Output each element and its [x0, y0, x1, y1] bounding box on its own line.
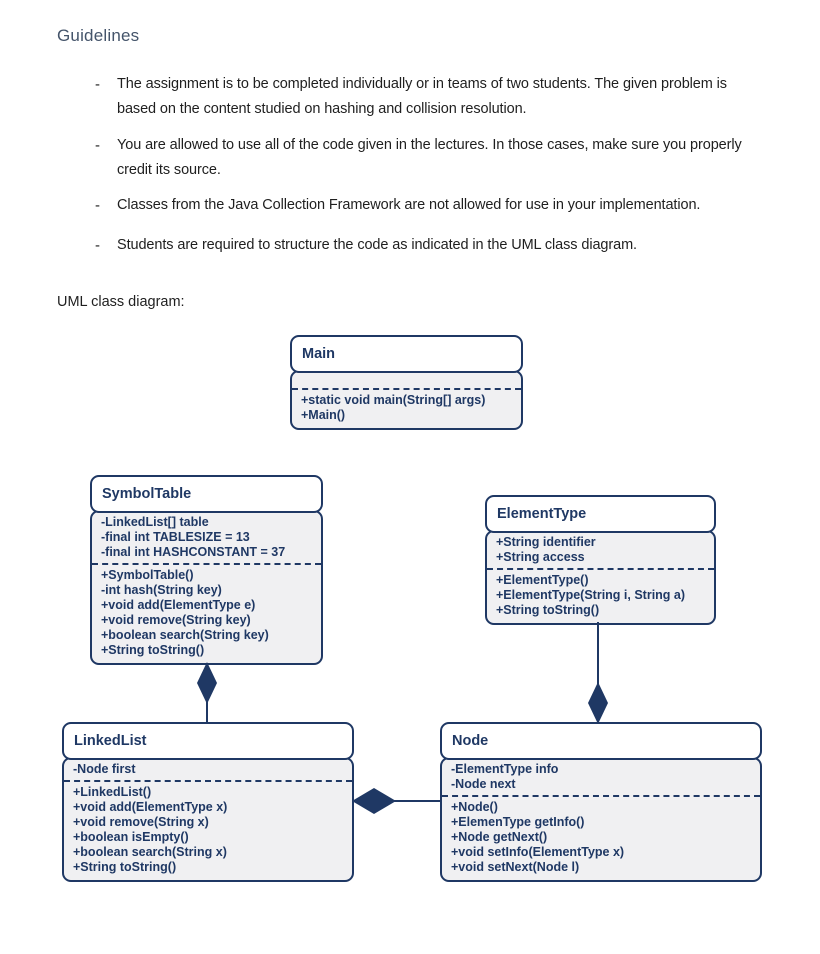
uml-method: +Main() [301, 408, 346, 422]
uml-method: +ElementType(String i, String a) [496, 588, 686, 602]
uml-method: +Node getNext() [451, 830, 548, 844]
class-name: Node [440, 722, 762, 760]
methods-compartment: +ElementType() +ElementType(String i, St… [487, 573, 714, 618]
class-name: SymbolTable [90, 475, 323, 513]
methods-compartment: +static void main(String[] args) +Main() [292, 393, 521, 423]
bullet-dash: - [95, 137, 100, 154]
bullet-text: Classes from the Java Collection Framewo… [117, 197, 701, 213]
uml-method: +SymbolTable() [101, 568, 194, 582]
class-box-node: Node -ElementType info -Node next +Node(… [440, 722, 762, 882]
class-body: +String identifier +String access +Eleme… [485, 530, 716, 625]
uml-method: +String toString() [496, 603, 600, 617]
uml-method: +boolean search(String x) [73, 845, 227, 859]
attributes-compartment [292, 375, 521, 390]
list-item: - The assignment is to be completed indi… [95, 72, 767, 122]
uml-method: +boolean isEmpty() [73, 830, 189, 844]
uml-attribute: -Node first [73, 762, 136, 776]
bullet-dash: - [95, 197, 100, 214]
list-item: - You are allowed to use all of the code… [95, 133, 767, 183]
bullet-text: The assignment is to be completed indivi… [117, 76, 727, 117]
uml-method: +void setNext(Node l) [451, 860, 580, 874]
attributes-compartment: -ElementType info -Node next [442, 762, 760, 797]
attributes-compartment: -LinkedList[] table -final int TABLESIZE… [92, 515, 321, 565]
list-item: - Classes from the Java Collection Frame… [95, 193, 767, 218]
class-box-main: Main +static void main(String[] args) +M… [290, 335, 523, 430]
uml-attribute: -LinkedList[] table [101, 515, 209, 529]
bullet-dash: - [95, 76, 100, 93]
diagram-label: UML class diagram: [57, 294, 185, 310]
uml-method: +ElementType() [496, 573, 589, 587]
uml-method: +void setInfo(ElementType x) [451, 845, 625, 859]
uml-method: +String toString() [73, 860, 177, 874]
class-body: -LinkedList[] table -final int TABLESIZE… [90, 510, 323, 665]
attributes-compartment: -Node first [64, 762, 352, 782]
bullet-text: Students are required to structure the c… [117, 237, 637, 253]
uml-method: +void remove(String x) [73, 815, 209, 829]
methods-compartment: +Node() +ElemenType getInfo() +Node getN… [442, 800, 760, 875]
composition-diamond-icon [352, 788, 396, 814]
bullet-dash: - [95, 237, 100, 254]
uml-method: +static void main(String[] args) [301, 393, 486, 407]
uml-method: +boolean search(String key) [101, 628, 269, 642]
class-body: +static void main(String[] args) +Main() [290, 370, 523, 430]
class-box-linkedlist: LinkedList -Node first +LinkedList() +vo… [62, 722, 354, 882]
uml-attribute: -final int HASHCONSTANT = 37 [101, 545, 286, 559]
page-title: Guidelines [57, 26, 140, 45]
uml-method: +Node() [451, 800, 498, 814]
methods-compartment: +LinkedList() +void add(ElementType x) +… [64, 785, 352, 875]
class-name: LinkedList [62, 722, 354, 760]
uml-method: +String toString() [101, 643, 205, 657]
composition-diamond-icon [197, 662, 217, 704]
uml-attribute: +String access [496, 550, 585, 564]
uml-attribute: -ElementType info [451, 762, 559, 776]
methods-compartment: +SymbolTable() -int hash(String key) +vo… [92, 568, 321, 658]
list-item: - Students are required to structure the… [95, 233, 767, 258]
class-body: -ElementType info -Node next +Node() +El… [440, 757, 762, 882]
class-box-elementtype: ElementType +String identifier +String a… [485, 495, 716, 625]
uml-method: -int hash(String key) [101, 583, 222, 597]
bullet-text: You are allowed to use all of the code g… [117, 137, 742, 178]
attributes-compartment: +String identifier +String access [487, 535, 714, 570]
class-name: ElementType [485, 495, 716, 533]
uml-method: +void add(ElementType e) [101, 598, 256, 612]
uml-method: +void add(ElementType x) [73, 800, 228, 814]
uml-attribute: -final int TABLESIZE = 13 [101, 530, 250, 544]
uml-attribute: -Node next [451, 777, 516, 791]
composition-diamond-icon [588, 682, 608, 724]
uml-attribute: +String identifier [496, 535, 596, 549]
class-body: -Node first +LinkedList() +void add(Elem… [62, 757, 354, 882]
class-name: Main [290, 335, 523, 373]
uml-method: +LinkedList() [73, 785, 152, 799]
uml-method: +void remove(String key) [101, 613, 251, 627]
class-box-symboltable: SymbolTable -LinkedList[] table -final i… [90, 475, 323, 665]
uml-method: +ElemenType getInfo() [451, 815, 585, 829]
